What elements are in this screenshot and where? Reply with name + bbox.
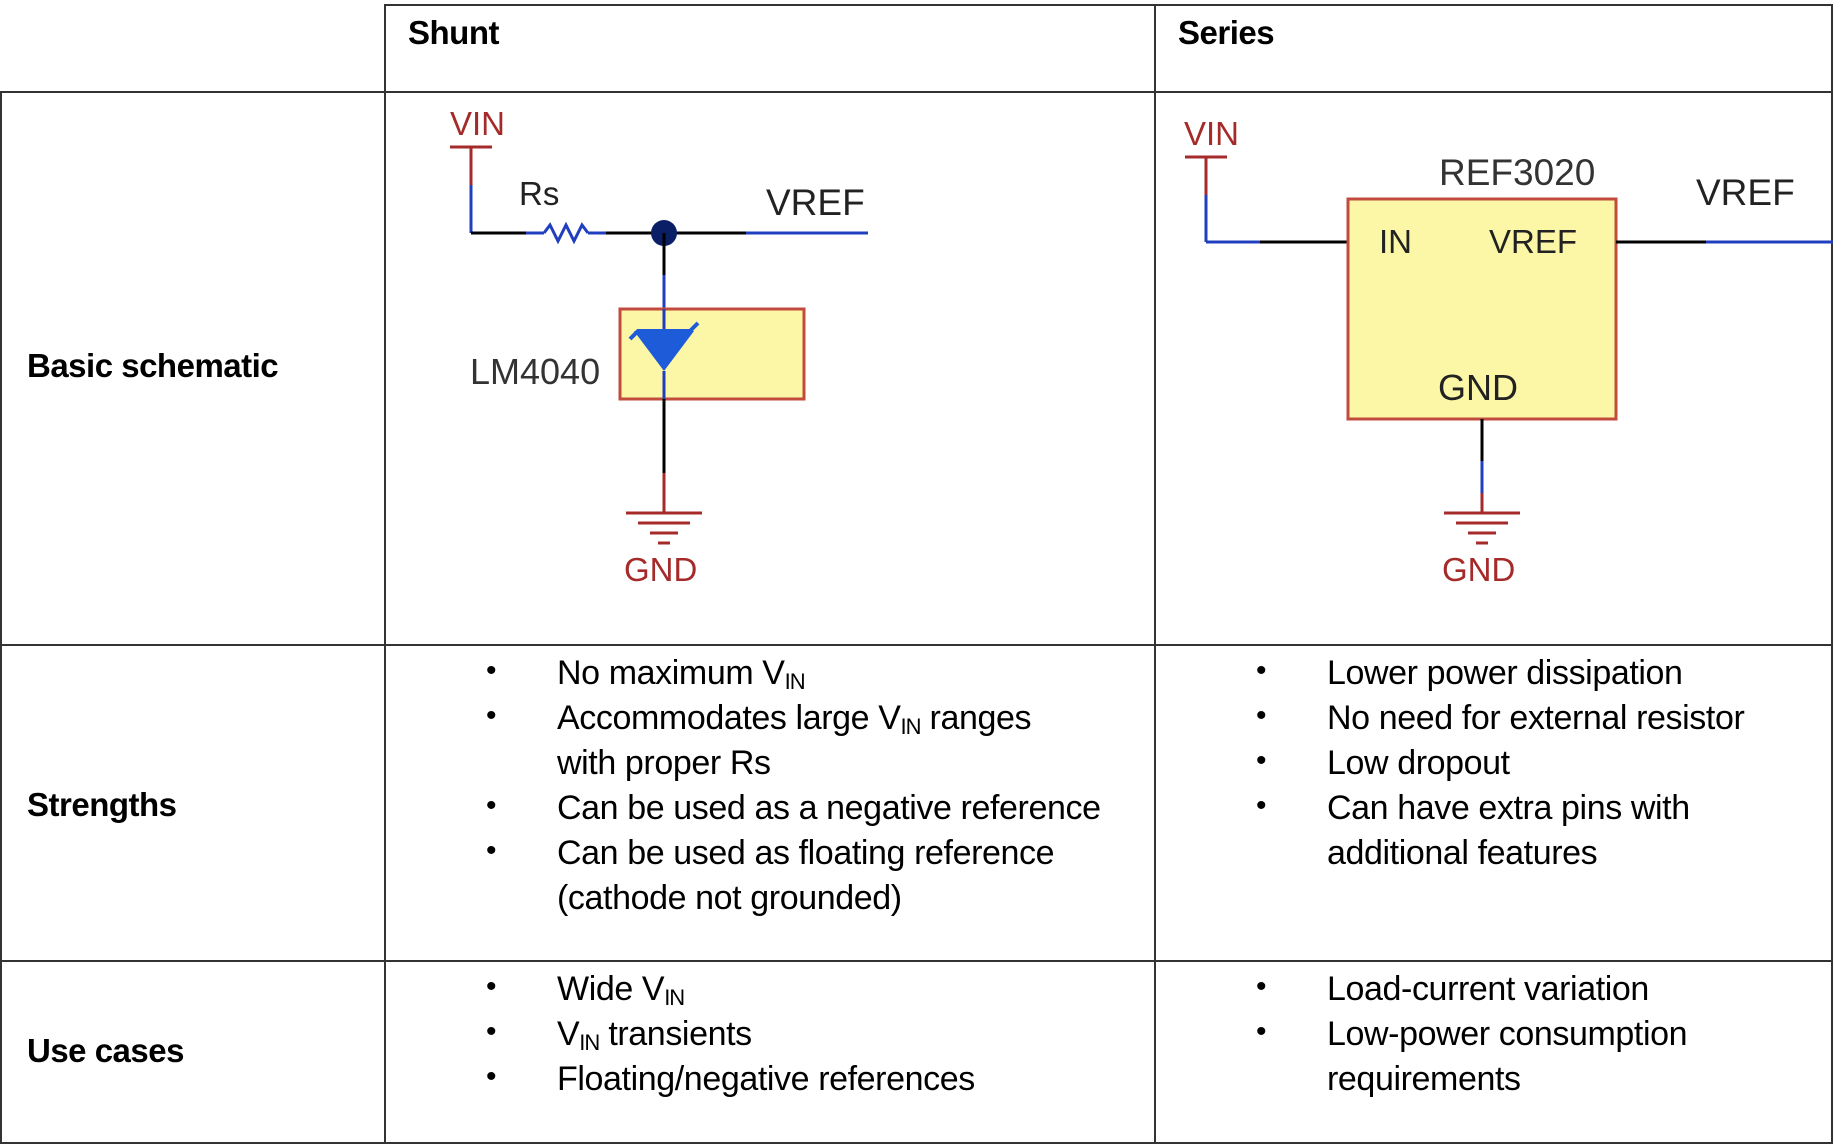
shunt-gnd-label: GND [624,551,697,588]
list-item-text: requirements [1327,1060,1521,1098]
use-cases-label: Use cases [27,1032,184,1069]
strengths-label-cell: Strengths [0,644,386,962]
lm4040-label: LM4040 [470,351,600,392]
bullet-icon: • [486,654,497,687]
bullet-icon: • [486,789,497,822]
list-item-text: Lower power dissipation [1327,654,1683,692]
list-item-line: requirements [1156,1060,1831,1105]
list-item-text: Accommodates large VIN ranges [557,699,1032,739]
bullet-icon: • [486,970,497,1003]
series-schematic: VIN REF3020 IN VREF GND VREF [1184,115,1833,588]
list-item-line: • Lower power dissipation [1156,654,1831,699]
shunt-schematic-cell: VIN Rs VREF [384,91,1156,646]
pin-vref-label: VREF [1489,223,1577,260]
shunt-use-cases-cell: • Wide VIN • VIN transients • Floating/negati… [384,960,1156,1144]
list-item-line: • Can be used as a negative reference [386,789,1154,834]
list-item-line: with proper Rs [386,744,1154,789]
ref3020-body [1346,197,1618,421]
list-item-line: • No need for external resistor [1156,699,1831,744]
strengths-row: Strengths • No maximum VIN • Accommodates l… [0,644,1833,962]
list-item-text: Low dropout [1327,744,1510,782]
series-header: Series [1178,14,1275,51]
list-item-line: (cathode not grounded) [386,879,1154,924]
shunt-schematic: VIN Rs VREF [450,105,868,588]
list-item-line: • Wide VIN [386,970,1154,1015]
lm4040-body [618,307,806,401]
list-item-text: Can have extra pins with [1327,789,1690,827]
list-item-line: • Accommodates large VIN ranges [386,699,1154,744]
series-strengths-cell: • Lower power dissipation • No need for ext… [1154,644,1833,962]
list-item-line: • Low dropout [1156,744,1831,789]
shunt-header-cell: Shunt [384,4,1156,93]
list-item-line: • Can have extra pins with [1156,789,1831,834]
zener-cathode-bar [628,321,700,341]
list-item-text: No maximum VIN [557,654,806,694]
list-item-line: • VIN transients [386,1015,1154,1060]
series-header-cell: Series [1154,4,1833,93]
list-item-text: VIN transients [557,1015,752,1055]
list-item-line: • No maximum VIN [386,654,1154,699]
bullet-icon: • [1256,970,1267,1003]
rs-label: Rs [519,175,559,212]
header-row: Shunt Series [1,4,1833,93]
use-cases-label-cell: Use cases [0,960,386,1144]
shunt-vref-label: VREF [766,182,865,223]
shunt-vin-label: VIN [450,105,505,142]
series-gnd-label: GND [1442,551,1515,588]
list-item-line: • Load-current variation [1156,970,1831,1015]
series-vref-label: VREF [1696,172,1795,213]
schematic-label-cell: Basic schematic [0,91,386,646]
bullet-icon: • [1256,654,1267,687]
bullet-icon: • [1256,699,1267,732]
list-item-text: Can be used as a negative reference [557,789,1101,827]
bullet-icon: • [1256,789,1267,822]
list-item-text: Load-current variation [1327,970,1649,1008]
schematic-row: Basic schematic VIN Rs VREF [0,91,1833,646]
list-item-text: with proper Rs [557,744,771,782]
list-item-text: No need for external resistor [1327,699,1745,737]
basic-schematic-label: Basic schematic [27,347,279,384]
ref3020-label: REF3020 [1439,152,1595,193]
use-cases-row: Use cases • Wide VIN • VIN transients • Float… [0,960,1833,1144]
list-item-line: • Can be used as floating reference [386,834,1154,879]
bullet-icon: • [1256,1015,1267,1048]
list-item-line: additional features [1156,834,1831,879]
list-item-line: • Floating/negative references [386,1060,1154,1105]
list-item-line: • Low-power consumption [1156,1015,1831,1060]
zener-diode-icon [634,331,694,371]
bullet-icon: • [1256,744,1267,777]
bullet-icon: • [486,1015,497,1048]
bullet-icon: • [486,699,497,732]
corner-cell [1,5,386,93]
series-schematic-cell: VIN REF3020 IN VREF GND VREF [1154,91,1833,646]
resistor-rs [542,221,590,245]
pin-gnd-label: GND [1438,367,1518,408]
list-item-text: Floating/negative references [557,1060,975,1098]
list-item-text: Can be used as floating reference [557,834,1055,872]
shunt-header: Shunt [408,14,499,51]
shunt-vs-series-table: Shunt Series Basic schematic VIN Rs [0,4,1833,1144]
list-item-text: Low-power consumption [1327,1015,1688,1053]
strengths-label: Strengths [27,786,177,823]
list-item-text: additional features [1327,834,1598,872]
bullet-icon: • [486,834,497,867]
list-item-text: Wide VIN [557,970,685,1010]
shunt-strengths-cell: • No maximum VIN • Accommodates large VIN r… [384,644,1156,962]
bullet-icon: • [486,1060,497,1093]
list-item-text: (cathode not grounded) [557,879,902,917]
series-vin-label: VIN [1184,115,1239,152]
series-use-cases-cell: • Load-current variation • Low-power consum… [1154,960,1833,1144]
pin-in-label: IN [1379,223,1412,260]
